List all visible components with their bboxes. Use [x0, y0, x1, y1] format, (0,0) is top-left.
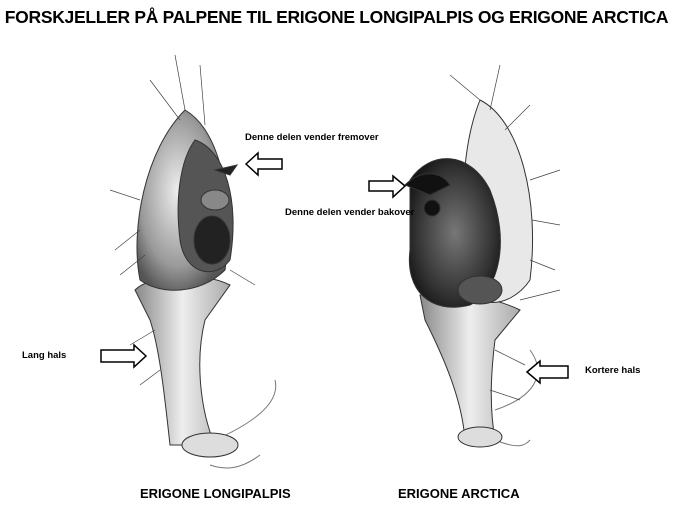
- erigone-arctica-palp: [404, 64, 561, 448]
- erigone-longipalpis-palp: [109, 54, 277, 469]
- label-forward: Denne delen vender fremover: [245, 132, 379, 143]
- arrow-right-icon: [368, 174, 407, 199]
- arrow-left-icon: [244, 151, 283, 177]
- arrow-right-icon: [100, 343, 148, 369]
- page-title: FORSKJELLER PÅ PALPENE TIL ERIGONE LONGI…: [4, 7, 669, 27]
- caption-erigone-arctica: ERIGONE ARCTICA: [398, 486, 520, 501]
- caption-erigone-longipalpis: ERIGONE LONGIPALPIS: [140, 486, 291, 501]
- label-long-neck: Lang hals: [22, 350, 67, 361]
- label-shorter-neck: Kortere hals: [585, 365, 641, 376]
- arrow-left-icon: [525, 359, 569, 385]
- label-backward: Denne delen vender bakover: [285, 207, 415, 218]
